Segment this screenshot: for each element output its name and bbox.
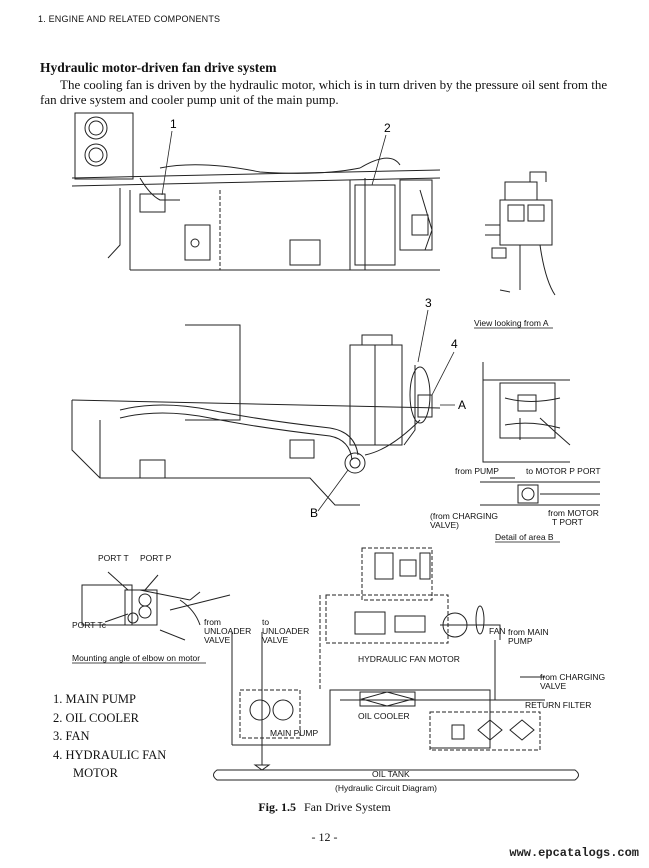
middle-machine-drawing: [71, 324, 441, 506]
parts-legend: 1. MAIN PUMP 2. OIL COOLER 3. FAN 4. HYD…: [53, 690, 166, 783]
figure-number: Fig. 1.5: [258, 800, 296, 814]
view-a-drawing: [482, 362, 571, 463]
callout-b: B: [310, 506, 318, 520]
callout-a: A: [458, 398, 466, 412]
legend-item: 4. HYDRAULIC FAN: [53, 747, 167, 762]
circuit-to-unloader-1: to: [262, 617, 269, 627]
circuit-oil-cooler: OIL COOLER: [358, 711, 410, 721]
callout-4: 4: [451, 337, 458, 351]
elbow-port-p: PORT P: [140, 553, 172, 563]
detail-b-drawing: [480, 477, 600, 506]
circuit-from-charging-1: from CHARGING: [540, 672, 605, 682]
circuit-fan: FAN: [489, 626, 506, 636]
elbow-caption: Mounting angle of elbow on motor: [72, 653, 200, 663]
circuit-from-main-pump-1: from MAIN: [508, 627, 549, 637]
page-number: - 12 -: [311, 830, 338, 844]
elbow-port-tc: PORT Tc: [72, 620, 107, 630]
circuit-from-unloader-3: VALVE: [204, 635, 230, 645]
legend-item: 1. MAIN PUMP: [53, 692, 137, 706]
hydraulic-circuit-drawing: [213, 547, 579, 781]
figure-caption-text: Fan Drive System: [304, 800, 391, 814]
circuit-from-charging-2: VALVE: [540, 681, 566, 691]
elbow-drawing: [81, 571, 231, 641]
intro-paragraph: The cooling fan is driven by the hydraul…: [40, 77, 608, 107]
legend-item: MOTOR: [73, 766, 118, 780]
detail-b-from-motor-2: T PORT: [552, 517, 583, 527]
figure-caption: Fig. 1.5 Fan Drive System: [0, 800, 649, 815]
circuit-from-unloader-1: from: [204, 617, 221, 627]
valve-detail-drawing: [485, 171, 556, 296]
detail-b-to-motor-p: to MOTOR P PORT: [526, 466, 601, 476]
circuit-from-main-pump-2: PUMP: [508, 636, 533, 646]
section-header: 1. ENGINE AND RELATED COMPONENTS: [38, 14, 221, 24]
legend-item: 3. FAN: [53, 729, 90, 743]
legend-item: 2. OIL COOLER: [53, 710, 139, 725]
detail-b-caption: Detail of area B: [495, 532, 554, 542]
circuit-oil-tank: OIL TANK: [372, 769, 410, 779]
circuit-hydraulic-fan-motor: HYDRAULIC FAN MOTOR: [358, 654, 460, 664]
circuit-to-unloader-3: VALVE: [262, 635, 288, 645]
circuit-to-unloader-2: UNLOADER: [262, 626, 309, 636]
callout-3: 3: [425, 296, 432, 310]
detail-b-from-motor-1: from MOTOR: [548, 508, 599, 518]
circuit-caption: (Hydraulic Circuit Diagram): [335, 783, 437, 793]
page-title: Hydraulic motor-driven fan drive system: [40, 60, 277, 75]
circuit-main-pump: MAIN PUMP: [270, 728, 319, 738]
watermark: www.epcatalogs.com: [509, 846, 639, 860]
circuit-return-filter: RETURN FILTER: [525, 700, 591, 710]
view-a-title: View looking from A: [474, 318, 549, 328]
detail-b-from-pump: from PUMP: [455, 466, 499, 476]
callout-1: 1: [170, 117, 177, 131]
top-machine-drawing: [71, 112, 441, 271]
detail-b-from-charging-1: (from CHARGING: [430, 511, 498, 521]
detail-b-from-charging-2: VALVE): [430, 520, 459, 530]
circuit-from-unloader-2: UNLOADER: [204, 626, 251, 636]
elbow-port-t: PORT T: [98, 553, 129, 563]
callout-2: 2: [384, 121, 391, 135]
